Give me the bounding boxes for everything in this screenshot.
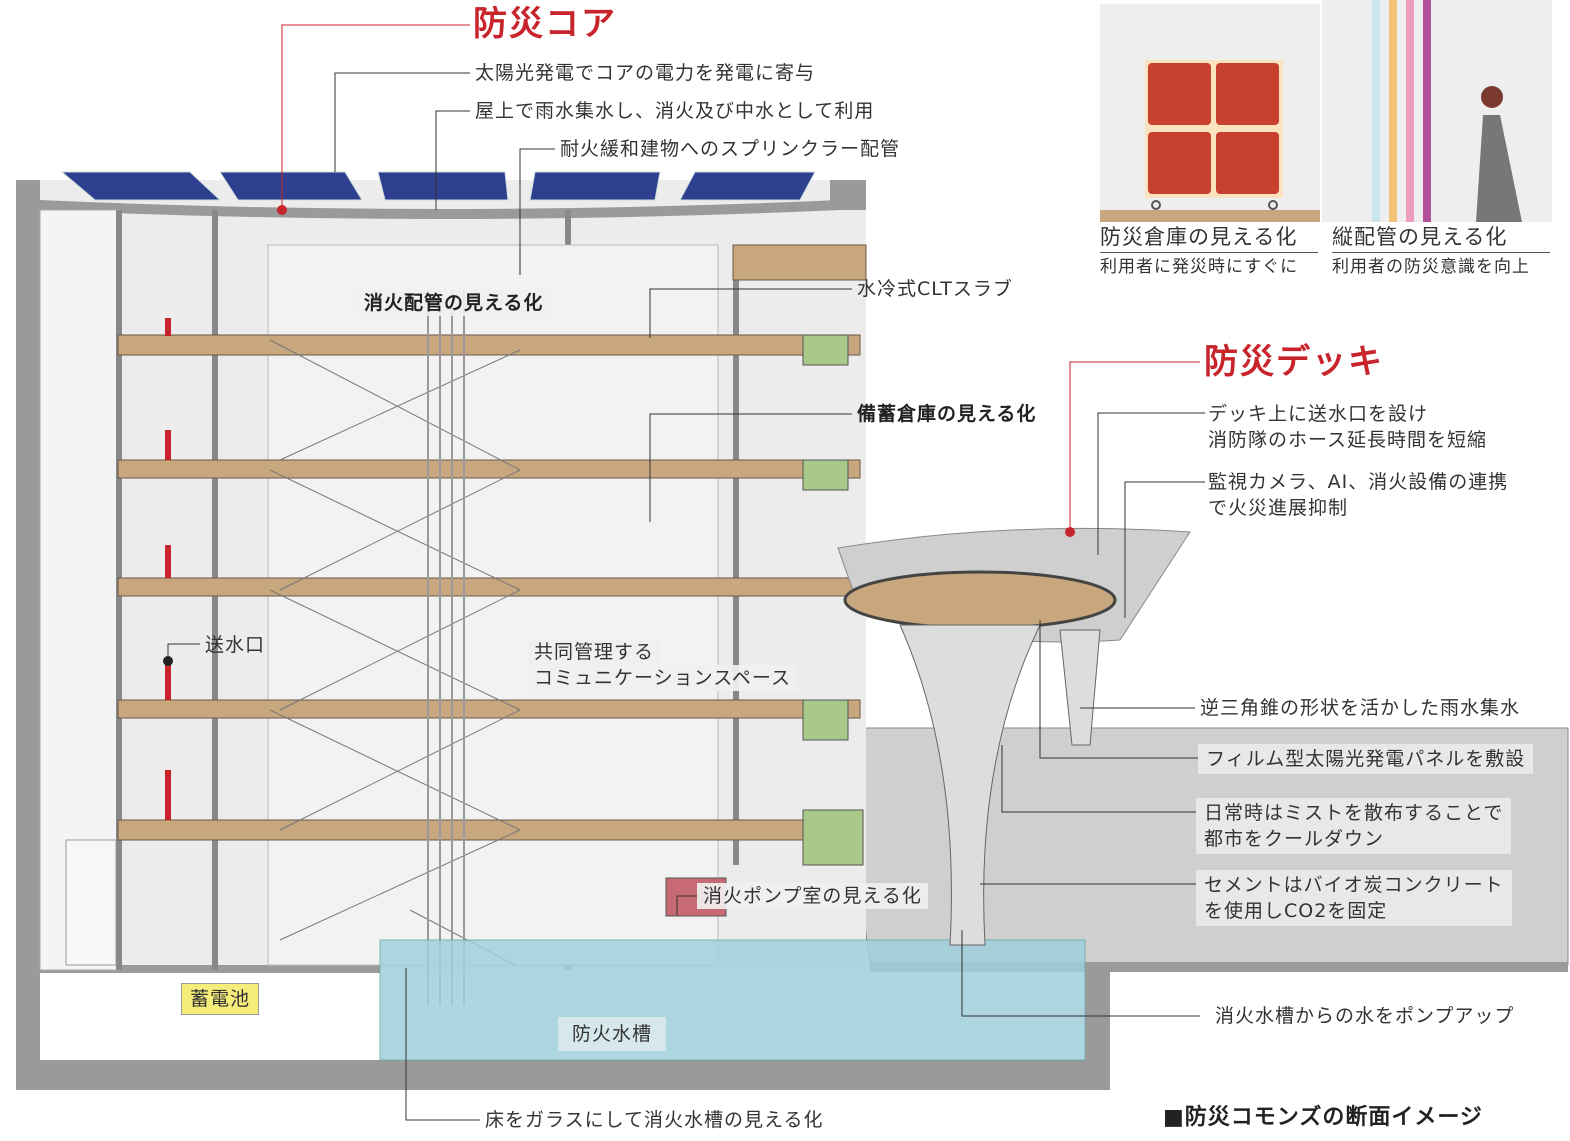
solar-panels [60, 171, 816, 201]
deck-title: 防災デッキ [1204, 342, 1384, 382]
label-camera-2: で火災進展抑制 [1208, 497, 1349, 519]
label-cement: セメントはバイオ炭コンクリートを使用しCO2を固定 [1196, 870, 1512, 926]
label-deck-inlet-1: デッキ上に送水口を設け [1208, 403, 1429, 425]
label-cement-2: を使用しCO2を固定 [1204, 900, 1388, 922]
label-mist-1: 日常時はミストを散布することで [1204, 802, 1504, 824]
label-water-tank: 防火水槽 [558, 1017, 667, 1051]
label-glass-floor: 床をガラスにして消火水槽の見える化 [485, 1109, 824, 1131]
label-fire-pipe: 消火配管の見える化 [358, 290, 550, 316]
label-solar: 太陽光発電でコアの電力を発電に寄与 [475, 62, 816, 84]
label-mist-2: 都市をクールダウン [1204, 828, 1385, 850]
label-pump-room: 消火ポンプ室の見える化 [697, 883, 928, 909]
label-community-1: 共同管理する [528, 639, 661, 665]
disaster-deck [837, 527, 1191, 946]
label-storage: 備蓄倉庫の見える化 [857, 403, 1037, 425]
label-pump: 消火水槽からの水をポンプアップ [1215, 1005, 1515, 1027]
figure-caption: ■防災コモンズの断面イメージ [1163, 1105, 1483, 1130]
label-cone: 逆三角錐の形状を活かした雨水集水 [1200, 697, 1521, 719]
ground-slab [870, 962, 1568, 972]
inset-storage-subtitle: 利用者に発災時にすぐに [1100, 257, 1299, 277]
label-deck-inlet-2: 消防隊のホース延長時間を短縮 [1208, 429, 1488, 451]
storage-icons [1148, 63, 1279, 194]
label-community-2: コミュニケーションスペース [528, 665, 797, 691]
label-rain: 屋上で雨水集水し、消火及び中水として利用 [475, 100, 875, 122]
label-camera-1: 監視カメラ、AI、消火設備の連携 [1208, 471, 1509, 493]
label-cement-1: セメントはバイオ炭コンクリート [1204, 874, 1504, 896]
inset-pipes-title: 縦配管の見える化 [1332, 224, 1550, 253]
inset-pipes-bg [1322, 0, 1552, 222]
label-mist: 日常時はミストを散布することで都市をクールダウン [1196, 798, 1512, 854]
inset-storage-title: 防災倉庫の見える化 [1100, 224, 1318, 253]
label-sprinkler: 耐火緩和建物へのスプリンクラー配管 [560, 138, 901, 160]
label-inlet: 送水口 [205, 634, 266, 656]
core-title: 防災コア [473, 4, 617, 44]
inset-pipes-subtitle: 利用者の防災意識を向上 [1332, 257, 1530, 277]
fire-water-tank [379, 939, 1086, 1061]
label-clt: 水冷式CLTスラブ [857, 278, 1013, 300]
label-film: フィルム型太陽光発電パネルを敷設 [1198, 744, 1534, 774]
label-battery: 蓄電池 [181, 983, 260, 1015]
